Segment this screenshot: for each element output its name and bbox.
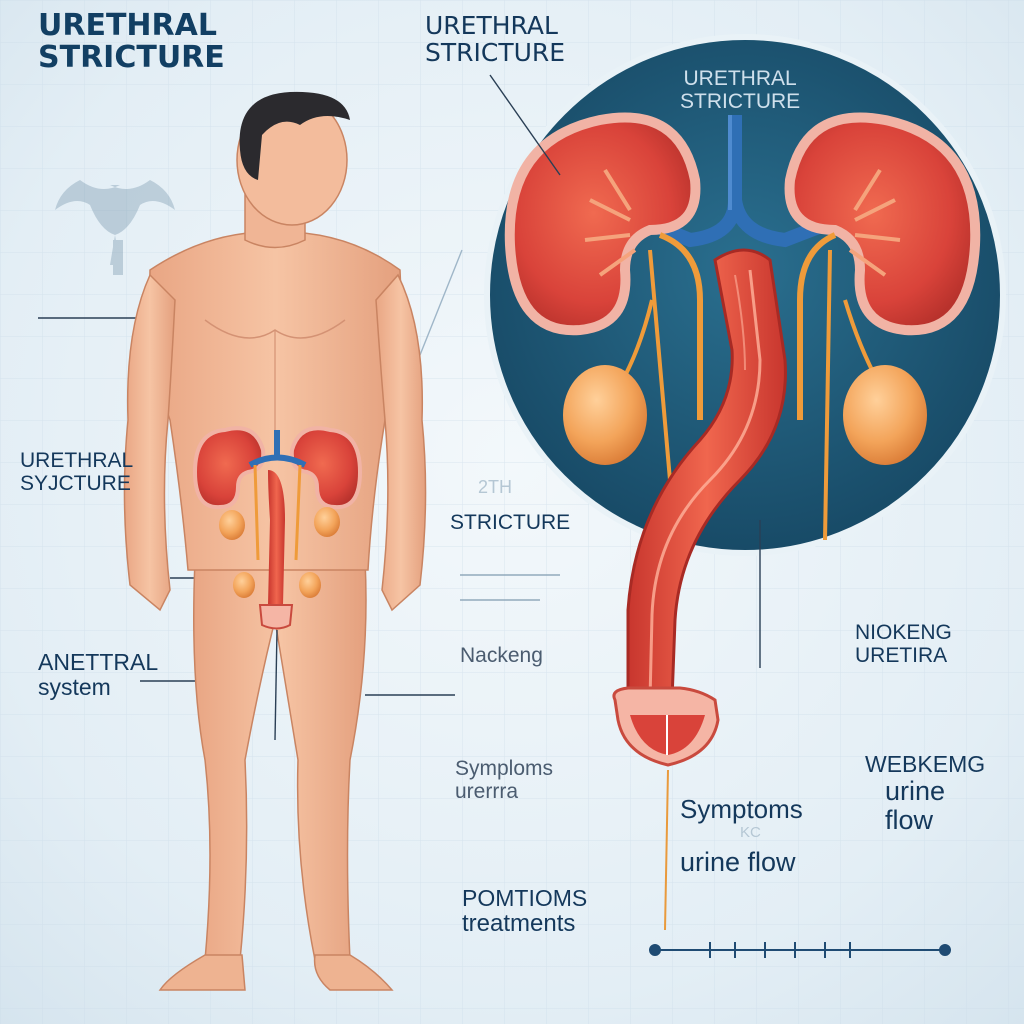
stricture-label: STRICTURE <box>450 512 570 535</box>
main-title: URETHRAL STRICTURE <box>38 10 225 75</box>
system-label-line2: system <box>38 675 158 700</box>
weak-flow-line2: urine <box>865 777 985 806</box>
symptoms-mid-line2: urerrra <box>455 781 553 804</box>
circle-label-line1: URETHRAL <box>680 68 800 91</box>
treatments-line1: POMTIOMS <box>462 886 587 911</box>
weak-flow-label: WEBKEMG urine flow <box>865 752 985 835</box>
left-label-line1: URETHRAL <box>20 450 133 473</box>
circle-label-line2: STRICTURE <box>680 91 800 114</box>
narrowing-right-label: NIOKENG URETIRA <box>855 622 952 667</box>
faint-small-label: 2TH <box>478 478 512 497</box>
main-title-line2: STRICTURE <box>38 42 225 74</box>
testis-right-magnified <box>843 365 927 465</box>
top-label-line1: URETHRAL <box>425 12 565 39</box>
treatments-label: POMTIOMS treatments <box>462 886 587 937</box>
top-label: URETHRAL STRICTURE <box>425 12 565 66</box>
treatments-line2: treatments <box>462 911 587 937</box>
narrowing-right-line1: NIOKENG <box>855 622 952 645</box>
faint-kc-label: KC <box>740 825 761 841</box>
circle-label: URETHRAL STRICTURE <box>680 68 800 113</box>
symptoms-label: Symptoms <box>680 795 803 823</box>
left-label-line2: SYJCTURE <box>20 473 133 496</box>
testis-left-magnified <box>563 365 647 465</box>
left-label: URETHRAL SYJCTURE <box>20 450 133 495</box>
symptoms-mid-label: Symploms urerrra <box>455 758 553 803</box>
top-label-line2: STRICTURE <box>425 39 565 66</box>
main-title-line1: URETHRAL <box>38 10 225 42</box>
system-label: ANETTRAL system <box>38 650 158 700</box>
urine-flow-label: urine flow <box>680 848 796 877</box>
weak-flow-line1: WEBKEMG <box>865 752 985 777</box>
narrowing-right-line2: URETIRA <box>855 645 952 668</box>
weak-flow-line3: flow <box>865 806 985 835</box>
symptoms-mid-line1: Symploms <box>455 758 553 781</box>
narrowing-mid-label: Nackeng <box>460 645 543 668</box>
system-label-line1: ANETTRAL <box>38 650 158 675</box>
